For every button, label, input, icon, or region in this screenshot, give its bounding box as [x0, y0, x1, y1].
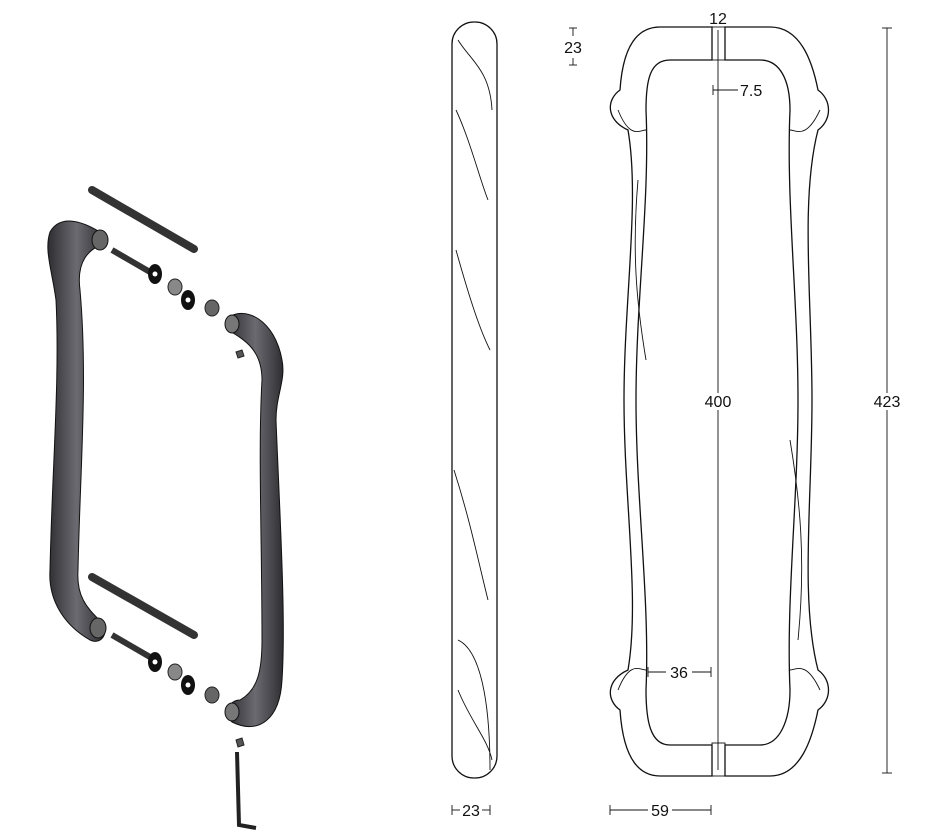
front-view — [609, 26, 830, 777]
dim-bar-thickness-top: 23 — [564, 40, 582, 57]
dim-bar-thickness-bottom: 23 — [462, 803, 480, 820]
top-rod — [88, 186, 198, 253]
hex-key — [235, 751, 257, 830]
top-washers — [148, 264, 245, 359]
dim-center-to-center: 400 — [705, 394, 732, 411]
front-left-half — [609, 26, 713, 777]
bottom-rod — [88, 573, 198, 639]
dimension-lines — [451, 27, 892, 815]
bottom-washers — [148, 652, 245, 748]
front-right-half — [724, 26, 830, 777]
exploded-view — [47, 186, 284, 830]
dim-standoff-gap: 12 — [709, 11, 727, 28]
bottom-screw — [110, 632, 152, 660]
handle-left-half — [47, 220, 106, 642]
dim-rod-offset: 7.5 — [740, 83, 762, 100]
dim-grip-width: 36 — [670, 665, 688, 682]
dim-overall-height: 423 — [874, 394, 901, 411]
handle-right-half — [227, 313, 284, 727]
top-screw — [110, 247, 152, 275]
side-view — [451, 21, 498, 779]
dim-projection: 59 — [651, 803, 669, 820]
